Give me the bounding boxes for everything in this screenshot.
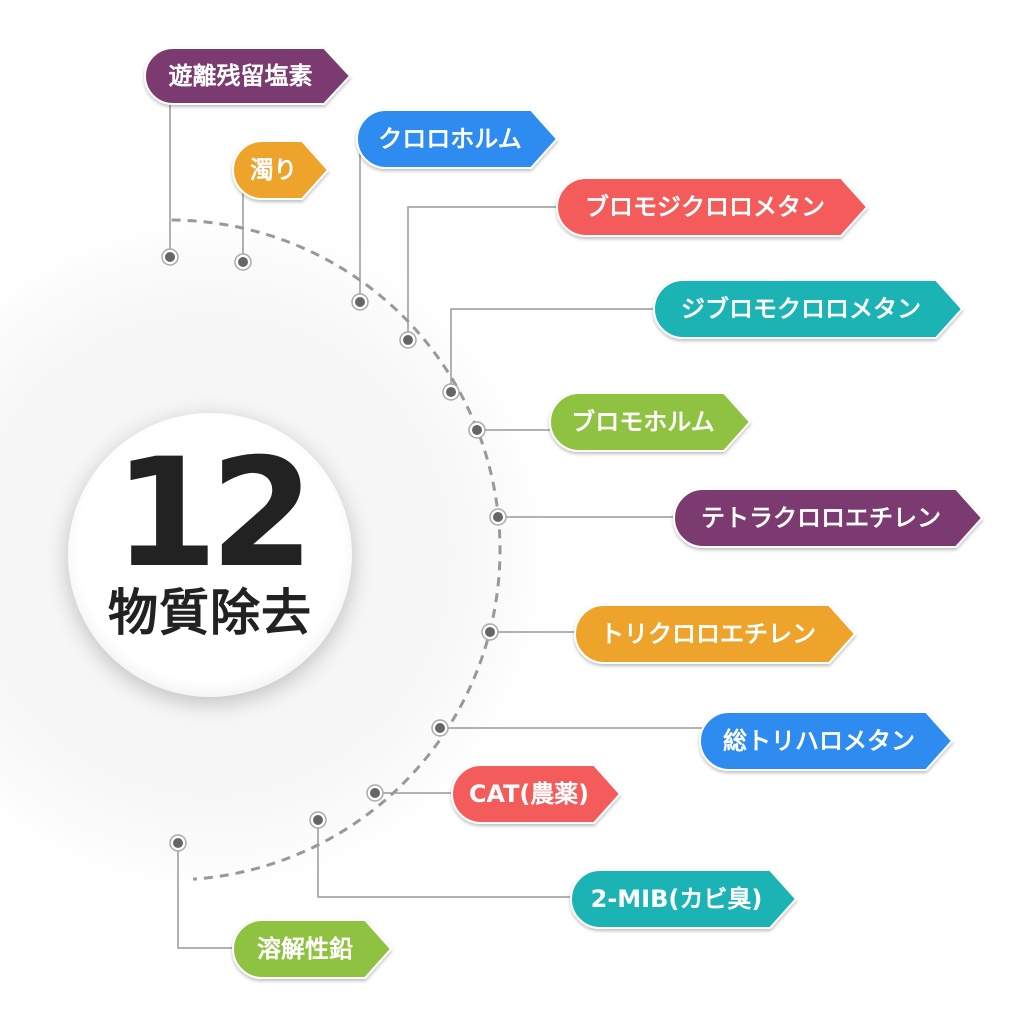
connector-dot-trichloroethylene: [481, 623, 499, 641]
tag-total-trihalomethanes: 総トリハロメタン: [699, 711, 954, 771]
tag-tetrachloroethylene: テトラクロロエチレン: [673, 488, 984, 548]
connector-dot-soluble-lead: [169, 834, 187, 852]
connector-line-2-mib: [317, 820, 574, 898]
tag-label-trichloroethylene: トリクロロエチレン: [600, 620, 816, 648]
tag-shape-bromoform: [549, 392, 752, 452]
hub-circle: 12 物質除去: [68, 413, 352, 697]
tag-shape-cat-pesticide: [451, 764, 622, 824]
tag-chloroform: クロロホルム: [356, 109, 559, 169]
tag-shape-tetrachloroethylene: [673, 488, 984, 548]
tag-trichloroethylene: トリクロロエチレン: [574, 604, 857, 664]
tag-label-bromoform: ブロモホルム: [571, 408, 715, 436]
tag-cat-pesticide: CAT(農薬): [451, 764, 622, 824]
tag-label-dibromochloromethane: ジブロモクロロメタン: [681, 295, 921, 323]
tag-shape-trichloroethylene: [574, 604, 857, 664]
tag-label-total-trihalomethanes: 総トリハロメタン: [723, 727, 915, 755]
tag-shape-dibromochloromethane: [653, 279, 964, 339]
connector-dot-free-residual-chlorine: [161, 248, 179, 266]
tag-shape-chloroform: [356, 109, 559, 169]
tag-turbidity: 濁り: [232, 140, 330, 200]
tag-label-turbidity: 濁り: [250, 156, 297, 184]
tag-label-bromodichloromethane: ブロモジクロロメタン: [585, 193, 825, 221]
connector-dot-tetrachloroethylene: [489, 508, 507, 526]
tag-label-soluble-lead: 溶解性鉛: [257, 935, 353, 963]
connector-dot-cat-pesticide: [366, 784, 384, 802]
connector-line-dibromochloromethane: [450, 308, 657, 392]
connector-dot-bromoform: [468, 421, 486, 439]
tag-bromodichloromethane: ブロモジクロロメタン: [556, 177, 869, 237]
tag-shape-turbidity: [232, 140, 330, 200]
dashed-arc: [171, 218, 502, 881]
tag-shape-free-residual-chlorine: [144, 47, 352, 105]
connector-dots: [161, 248, 507, 852]
tag-shape-total-trihalomethanes: [699, 711, 954, 771]
tag-dibromochloromethane: ジブロモクロロメタン: [653, 279, 964, 339]
connector-dot-turbidity: [234, 253, 252, 271]
tag-soluble-lead: 溶解性鉛: [232, 919, 393, 979]
tag-2-mib: 2-MIB(カビ臭): [570, 869, 798, 929]
hub-count: 12: [113, 427, 315, 601]
connector-dot-total-trihalomethanes: [431, 719, 449, 737]
connector-dot-chloroform: [351, 293, 369, 311]
tag-label-2-mib: 2-MIB(カビ臭): [591, 885, 763, 913]
connector-line-bromodichloromethane: [407, 206, 560, 340]
tag-free-residual-chlorine: 遊離残留塩素: [144, 47, 352, 105]
tag-shape-bromodichloromethane: [556, 177, 869, 237]
tag-bromoform: ブロモホルム: [549, 392, 752, 452]
connector-dot-bromodichloromethane: [399, 331, 417, 349]
tag-label-tetrachloroethylene: テトラクロロエチレン: [701, 504, 941, 532]
hub-caption: 物質除去: [108, 584, 312, 642]
tag-shape-2-mib: [570, 869, 798, 929]
tag-label-free-residual-chlorine: 遊離残留塩素: [169, 62, 313, 90]
connector-line-soluble-lead: [177, 843, 236, 949]
tag-label-cat-pesticide: CAT(農薬): [469, 780, 589, 808]
tag-shape-soluble-lead: [232, 919, 393, 979]
connector-dot-2-mib: [309, 811, 327, 829]
connector-dot-dibromochloromethane: [442, 383, 460, 401]
tag-label-chloroform: クロロホルム: [378, 125, 522, 153]
